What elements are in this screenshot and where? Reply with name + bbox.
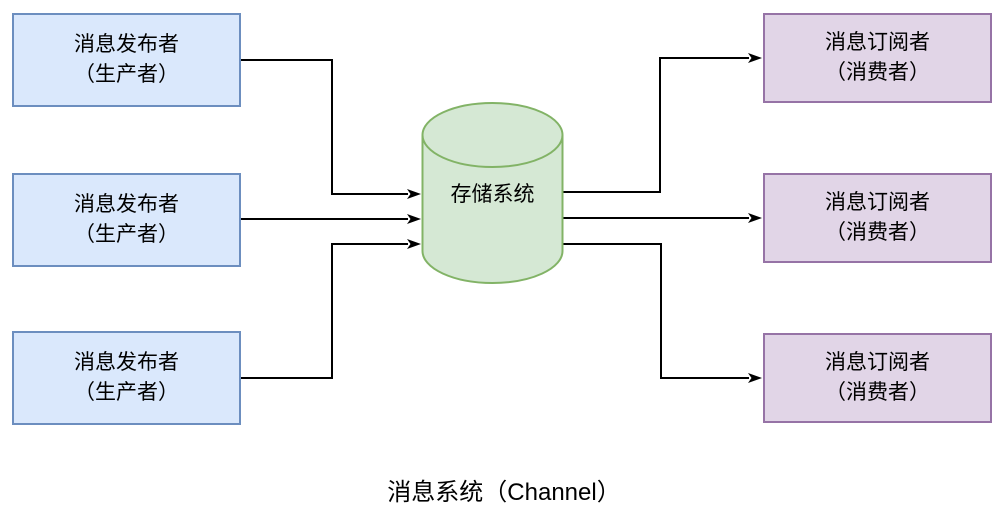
diagram-caption: 消息系统（Channel） [387,479,621,506]
subscriber-1-sublabel: （消费者） [825,61,930,84]
publisher-node-3: 消息发布者 （生产者） [12,331,241,425]
publisher-1-label: 消息发布者 [74,33,179,56]
publisher-node-1: 消息发布者 （生产者） [12,13,241,107]
publisher-2-sublabel: （生产者） [74,223,179,246]
edge-publisher1-to-storage [241,59,421,199]
edge-storage-to-subscriber3 [563,243,762,383]
subscriber-3-sublabel: （消费者） [825,381,930,404]
subscriber-2-label: 消息订阅者 [825,191,930,214]
database-cylinder-icon [421,102,564,284]
edge-storage-to-subscriber1 [563,53,762,193]
publisher-3-sublabel: （生产者） [74,381,179,404]
storage-node: 存储系统 [421,101,564,285]
publisher-node-2: 消息发布者 （生产者） [12,173,241,267]
publisher-2-label: 消息发布者 [74,193,179,216]
subscriber-2-sublabel: （消费者） [825,221,930,244]
publisher-3-label: 消息发布者 [74,351,179,374]
subscriber-node-1: 消息订阅者 （消费者） [763,13,992,103]
subscriber-1-label: 消息订阅者 [825,31,930,54]
publisher-1-sublabel: （生产者） [74,63,179,86]
edge-publisher3-to-storage [241,239,421,379]
subscriber-3-label: 消息订阅者 [825,351,930,374]
subscriber-node-3: 消息订阅者 （消费者） [763,333,992,423]
subscriber-node-2: 消息订阅者 （消费者） [763,173,992,263]
storage-label: 存储系统 [450,183,535,206]
